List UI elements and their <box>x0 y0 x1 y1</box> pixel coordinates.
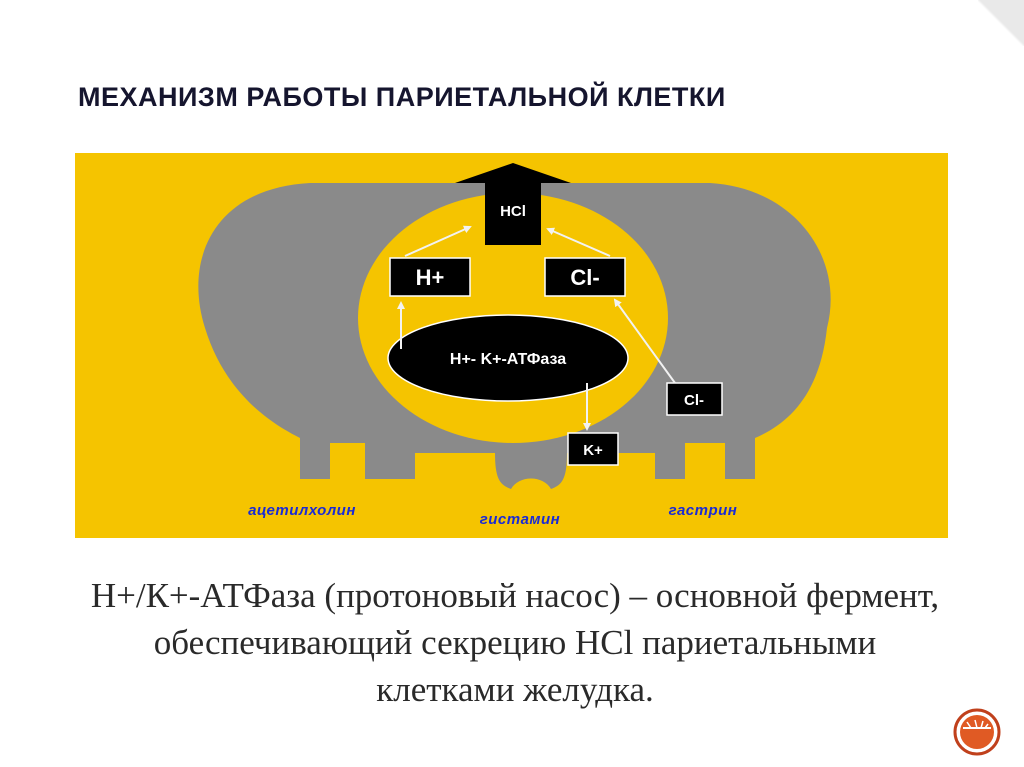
k-plus-box <box>567 432 619 466</box>
slide-title: МЕХАНИЗМ РАБОТЫ ПАРИЕТАЛЬНОЙ КЛЕТКИ <box>78 82 726 112</box>
presentation-logo-icon <box>953 708 1001 756</box>
h-plus-box <box>389 257 471 297</box>
cl-inflow-label: Cl- <box>684 392 704 409</box>
atpase-ellipse <box>387 314 629 402</box>
acetylcholine-label: ацетилхолин <box>248 502 356 519</box>
hcl-arrow <box>455 163 571 245</box>
hcl-label: HCl <box>500 203 526 220</box>
gastrin-label: гастрин <box>669 502 738 519</box>
h-plus-label: H+ <box>416 265 445 290</box>
corner-fold-decoration <box>978 0 1024 46</box>
atpase-label: H+- K+-АТФаза <box>450 351 566 368</box>
cl-inflow-box <box>666 382 723 416</box>
cl-minus-box <box>544 257 626 297</box>
cl-minus-label: Cl- <box>570 265 599 290</box>
h-to-hcl-arrow <box>404 225 472 257</box>
cl-inflow-arrow <box>613 298 676 384</box>
diagram-svg: HCl H+ Cl- H+- K+-АТФаза Cl- K+ ацетилхо… <box>75 153 948 538</box>
cl-to-hcl-arrow <box>546 227 611 257</box>
histamine-label: гистамин <box>480 511 561 528</box>
slide-caption: Н+/К+-АТФаза (протоновый насос) – основн… <box>90 576 940 709</box>
k-plus-label: K+ <box>583 442 603 459</box>
parietal-cell-diagram: HCl H+ Cl- H+- K+-АТФаза Cl- K+ ацетилхо… <box>75 153 948 538</box>
